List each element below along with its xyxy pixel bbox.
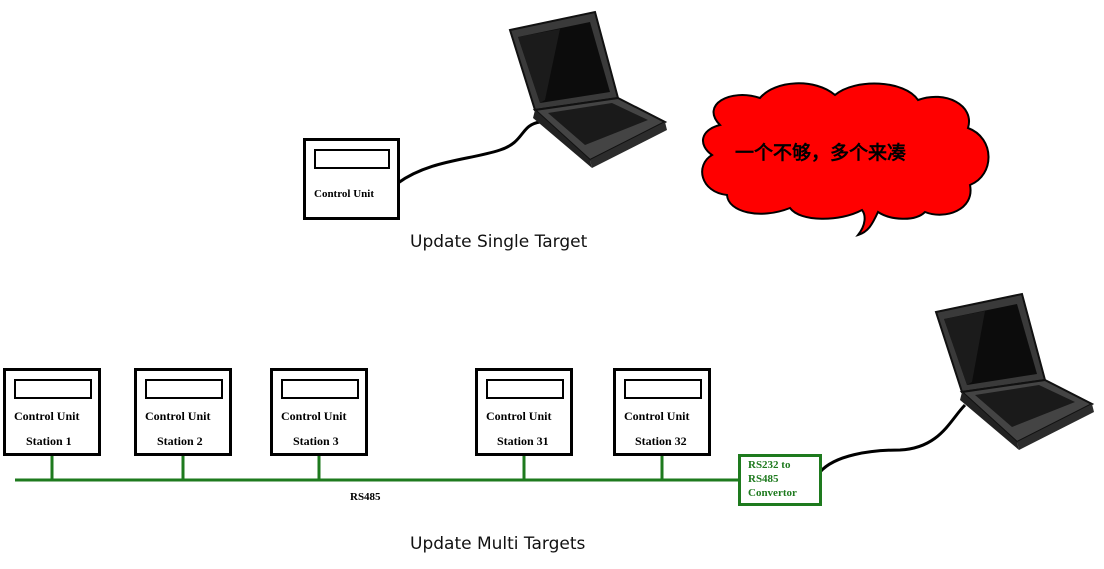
converter-line-1: RS232 to bbox=[748, 459, 791, 471]
station-label: Station 32 bbox=[635, 434, 687, 448]
single-target-caption: Update Single Target bbox=[410, 232, 588, 252]
control-unit-station-2: Control Unit Station 2 bbox=[134, 368, 232, 456]
rs232-rs485-converter: RS232 to RS485 Convertor bbox=[738, 454, 822, 506]
multi-target-caption: Update Multi Targets bbox=[410, 534, 586, 554]
control-unit-label: Control Unit bbox=[145, 409, 211, 423]
control-unit-display bbox=[14, 379, 92, 399]
station-label: Station 3 bbox=[293, 434, 339, 448]
control-unit-display bbox=[281, 379, 359, 399]
control-unit-label: Control Unit bbox=[486, 409, 552, 423]
single-control-unit-label: Control Unit bbox=[314, 188, 374, 200]
converter-line-3: Convertor bbox=[748, 487, 797, 499]
station-label: Station 1 bbox=[26, 434, 72, 448]
control-unit-display bbox=[486, 379, 564, 399]
cloud-text: 一个不够，多个来凑 bbox=[735, 142, 907, 164]
multi-target-cable bbox=[818, 403, 967, 474]
control-unit-label: Control Unit bbox=[624, 409, 690, 423]
speech-cloud bbox=[701, 82, 990, 237]
control-unit-display bbox=[624, 379, 702, 399]
single-control-unit-display bbox=[314, 149, 390, 169]
control-unit-station-31: Control Unit Station 31 bbox=[475, 368, 573, 456]
control-unit-station-1: Control Unit Station 1 bbox=[3, 368, 101, 456]
control-unit-display bbox=[145, 379, 223, 399]
single-control-unit: Control Unit bbox=[303, 138, 400, 220]
control-unit-station-3: Control Unit Station 3 bbox=[270, 368, 368, 456]
control-unit-station-32: Control Unit Station 32 bbox=[613, 368, 711, 456]
control-unit-label: Control Unit bbox=[281, 409, 347, 423]
station-label: Station 31 bbox=[497, 434, 549, 448]
bus-label: RS485 bbox=[350, 491, 381, 503]
station-label: Station 2 bbox=[157, 434, 203, 448]
laptop-bottom bbox=[934, 292, 1095, 450]
control-unit-label: Control Unit bbox=[14, 409, 80, 423]
converter-line-2: RS485 bbox=[748, 473, 779, 485]
single-target-cable bbox=[397, 120, 541, 185]
laptop-top bbox=[508, 10, 668, 168]
